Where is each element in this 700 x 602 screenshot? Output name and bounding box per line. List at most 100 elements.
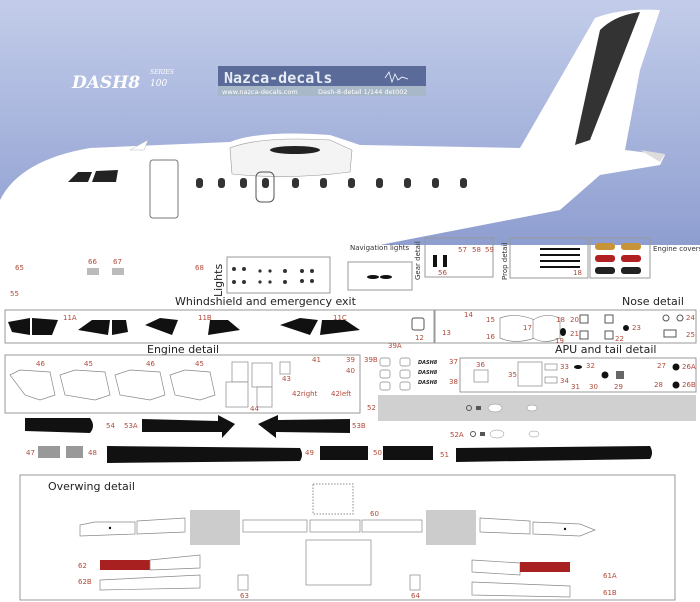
aircraft-profile [0, 9, 665, 245]
decal-number-label: 66 [88, 258, 97, 266]
decal-number-label: 53A [124, 422, 138, 430]
decal-number-label: 39 [346, 356, 355, 364]
decal-number-label: 20 [570, 316, 579, 324]
soundwave-icon [384, 71, 409, 84]
decal-number-label: 35 [508, 371, 517, 379]
nose-detail-section: 14 13 15 16 17 18 19 20 21 22 23 24 25 [434, 309, 697, 345]
decal-number-label: 50 [373, 449, 382, 457]
stripe-decals: 54 53A 53B 47 48 49 50 51 [25, 415, 652, 463]
decal-number-label: 30 [589, 383, 598, 391]
decal-number-label: 24 [686, 314, 695, 322]
nose-title: Nose detail [622, 295, 684, 308]
windshield-title: Whindshield and emergency exit [175, 295, 357, 308]
gear-detail-section: Gear detail 57 58 59 56 [414, 237, 494, 280]
decal-number-label: 25 [686, 331, 695, 339]
nazca-banner: Nazca-decals www.nazca-decals.com Dash-8… [218, 66, 426, 96]
decal-number-label: 11A [63, 314, 77, 322]
decal-number-label: 48 [88, 449, 97, 457]
dash8-decal-text: DASH8 [418, 370, 438, 376]
decal-number-label: 32 [586, 362, 595, 370]
logo-series-text: SERIES [150, 69, 174, 76]
section-label: Navigation lights [350, 244, 409, 252]
decal-number-label: 52 [367, 404, 376, 412]
decal-number-label: 39B [364, 356, 378, 364]
decal-number-label: 55 [10, 290, 19, 298]
decal-number-label: 44 [250, 405, 259, 413]
decal-number-label: 62 [78, 562, 87, 570]
dash8-logo: DASH8 SERIES 100 [71, 69, 174, 93]
decal-number-label: 21 [570, 330, 579, 338]
decal-number-label: 45 [84, 360, 93, 368]
sheet-name: Dash-8-detail 1/144 det002 [318, 88, 408, 96]
decal-number-label: 31 [571, 383, 580, 391]
decal-number-label: 11B [198, 314, 212, 322]
decal-number-label: 33 [560, 363, 569, 371]
decal-number-label: 51 [440, 451, 449, 459]
windshield-section: 11A 11B 11C 12 [4, 309, 435, 344]
decal-number-label: 11C [333, 314, 347, 322]
engine-title: Engine detail [147, 343, 219, 356]
section-label: Gear detail [414, 241, 422, 280]
overwing-red-stripe-right [520, 562, 570, 572]
decal-number-label: 47 [26, 449, 35, 457]
decal-number-label: 46 [36, 360, 45, 368]
section-label: Overwing detail [48, 480, 135, 493]
decal-number-label: 36 [476, 361, 485, 369]
decal-number-label: 18 [573, 269, 582, 277]
logo-100-text: 100 [150, 79, 167, 89]
decal-number-label: 27 [657, 362, 666, 370]
decal-number-label: 62B [78, 578, 92, 586]
decal-number-label: 37 [449, 358, 458, 366]
prop-detail-section: Prop detail 18 [501, 237, 589, 280]
decal-number-label: 29 [614, 383, 623, 391]
decal-number-label: 58 [472, 246, 481, 254]
decal-number-label: 49 [305, 449, 314, 457]
decal-number-label: 59 [485, 246, 494, 254]
decal-number-label: 28 [654, 381, 663, 389]
decal-number-label: 39A [388, 342, 402, 350]
lights-section: 65 66 67 68 55 Lights [10, 256, 331, 298]
decal-number-label: 42right [292, 390, 318, 398]
decal-number-label: 61B [603, 589, 617, 597]
decal-number-label: 19 [555, 337, 564, 345]
decal-number-label: 63 [240, 592, 249, 600]
tail-strip: 52 52A [367, 395, 696, 439]
brand-name: Nazca-decals [224, 69, 332, 87]
decal-number-label: 61A [603, 572, 617, 580]
section-label: Prop detail [501, 242, 509, 280]
decal-number-label: 43 [282, 375, 291, 383]
decal-number-label: 52A [450, 431, 464, 439]
decal-number-label: 60 [370, 510, 379, 518]
decal-number-label: 38 [449, 378, 458, 386]
decal-number-label: 54 [106, 422, 115, 430]
navigation-lights-section: Navigation lights [347, 244, 413, 291]
decal-number-label: 17 [523, 324, 532, 332]
apu-tail-section: 36 35 33 34 32 31 30 29 27 28 26A 26B [459, 357, 697, 393]
apu-title: APU and tail detail [555, 343, 656, 356]
decal-number-label: 56 [438, 269, 447, 277]
decal-number-label: 23 [632, 324, 641, 332]
decal-number-label: 22 [615, 335, 624, 343]
decal-number-label: 42left [331, 390, 352, 398]
decal-number-label: 45 [195, 360, 204, 368]
overwing-section: Overwing detail 60 62 62B 63 64 61A 61B [19, 474, 676, 601]
overwing-red-stripe-left [100, 560, 150, 570]
decal-number-label: 18 [556, 316, 565, 324]
section-label: Engine covers [653, 245, 700, 253]
decal-number-label: 53B [352, 422, 366, 430]
decal-number-label: 41 [312, 356, 321, 364]
dash8-decal-text: DASH8 [418, 360, 438, 366]
decal-number-label: 46 [146, 360, 155, 368]
engine-covers-section: Engine covers [589, 237, 700, 279]
decal-number-label: 40 [346, 367, 355, 375]
decal-number-label: 34 [560, 377, 569, 385]
engine-detail-section: 46 45 46 45 44 43 41 39 40 42right 42lef… [4, 354, 361, 414]
logo-dash8-text: DASH8 [71, 73, 140, 93]
decal-number-label: 68 [195, 264, 204, 272]
logo-decals: 39A 39B DASH8 DASH8 DASH8 37 38 [364, 342, 458, 391]
decal-number-label: 64 [411, 592, 420, 600]
decal-number-label: 67 [113, 258, 122, 266]
decal-number-label: 26B [682, 381, 696, 389]
dash8-decal-text: DASH8 [418, 380, 438, 386]
